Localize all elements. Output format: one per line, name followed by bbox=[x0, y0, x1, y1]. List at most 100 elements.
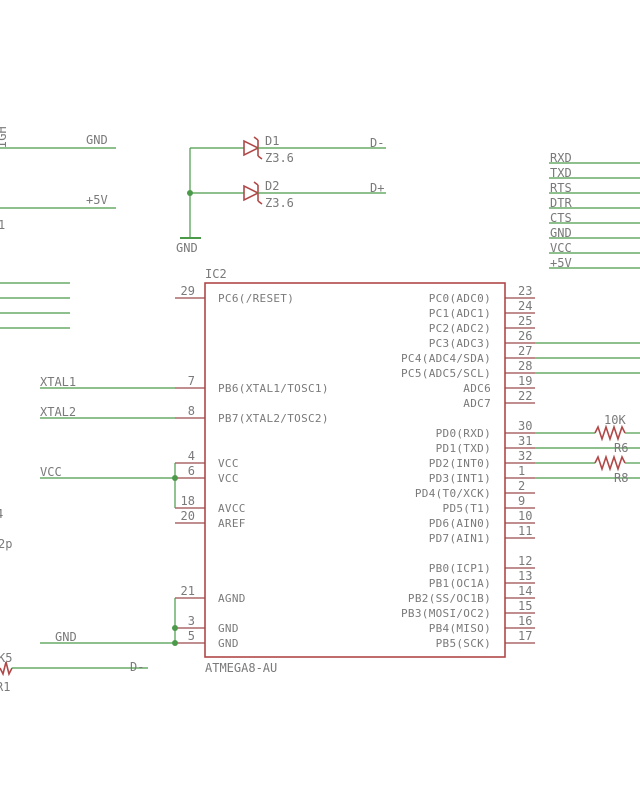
pin-number: 17 bbox=[518, 629, 532, 643]
pin-number: 11 bbox=[518, 524, 532, 538]
ic-right-pins: 23PC0(ADC0)24PC1(ADC1)25PC2(ADC2)26PC3(A… bbox=[401, 284, 640, 650]
connector-net: +5V bbox=[549, 256, 640, 270]
pin-number: 19 bbox=[518, 374, 532, 388]
pin-number: 3 bbox=[188, 614, 195, 628]
pin-number: 29 bbox=[181, 284, 195, 298]
pin-name: ADC7 bbox=[463, 397, 491, 410]
diode-d2-value: Z3.6 bbox=[265, 196, 294, 210]
pin-number: 16 bbox=[518, 614, 532, 628]
connector-net: VCC bbox=[549, 241, 640, 255]
pin-number: 22 bbox=[518, 389, 532, 403]
connector-net: GND bbox=[549, 226, 640, 240]
pin-number: 4 bbox=[188, 449, 195, 463]
connector-label: CTS bbox=[550, 211, 572, 225]
diode-d2[interactable]: D2 Z3.6 bbox=[243, 179, 294, 210]
pin-number: 20 bbox=[181, 509, 195, 523]
connector-net: RXD bbox=[549, 151, 640, 165]
net-label-vcc: VCC bbox=[40, 465, 62, 479]
pin-name: ADC6 bbox=[463, 382, 491, 395]
pin-number: 27 bbox=[518, 344, 532, 358]
junction-dot bbox=[172, 640, 178, 646]
junction-dot bbox=[172, 475, 178, 481]
diode-d1[interactable]: D1 Z3.6 bbox=[243, 134, 294, 165]
pin-name: GND bbox=[218, 622, 239, 635]
connector-label: DTR bbox=[550, 196, 572, 210]
junction-dot bbox=[187, 190, 193, 196]
junction-dot bbox=[172, 625, 178, 631]
ic-body bbox=[204, 282, 506, 658]
pin-name: PC6(/RESET) bbox=[218, 292, 294, 305]
pin-name: PB0(ICP1) bbox=[429, 562, 491, 575]
ic-ref: IC2 bbox=[205, 267, 227, 281]
cropped-fragment-vertical: IGH bbox=[0, 126, 9, 148]
pin-name: PD0(RXD) bbox=[436, 427, 491, 440]
pin-name: PC4(ADC4/SDA) bbox=[401, 352, 491, 365]
pin-name: PC3(ADC3) bbox=[429, 337, 491, 350]
pin-name: PB1(OC1A) bbox=[429, 577, 491, 590]
connector-label: +5V bbox=[550, 256, 572, 270]
ic-value: ATMEGA8-AU bbox=[205, 661, 277, 675]
diode-d2-ref: D2 bbox=[265, 179, 279, 193]
left-nets: XTAL1 XTAL2 VCC GND 4 2p bbox=[0, 375, 178, 646]
net-label-5v-top: +5V bbox=[86, 193, 108, 207]
pin-name: PB2(SS/OC1B) bbox=[408, 592, 491, 605]
connector-label: RXD bbox=[550, 151, 572, 165]
net-label-dminus-bottom: D- bbox=[130, 660, 144, 674]
pin-number: 1 bbox=[518, 464, 525, 478]
pin-name: VCC bbox=[218, 457, 239, 470]
pin-name: PB5(SCK) bbox=[436, 637, 491, 650]
pin-name: PD7(AIN1) bbox=[429, 532, 491, 545]
cropped-fragment-2p: 2p bbox=[0, 537, 12, 551]
pin-name: PC5(ADC5/SCL) bbox=[401, 367, 491, 380]
top-left-nets: GND +5V IGH 1 bbox=[0, 126, 116, 329]
connector-label: GND bbox=[550, 226, 572, 240]
pin-number: 28 bbox=[518, 359, 532, 373]
diode-d1-value: Z3.6 bbox=[265, 151, 294, 165]
pin-number: 21 bbox=[181, 584, 195, 598]
connector-net: CTS bbox=[549, 211, 640, 225]
pin-number: 12 bbox=[518, 554, 532, 568]
bottom-left-resistor: K5 R1 D- bbox=[0, 651, 148, 694]
cropped-fragment-k5: K5 bbox=[0, 651, 12, 665]
zener-diodes: GND D1 Z3.6 D- D2 Z3.6 D+ bbox=[176, 134, 386, 255]
resistor-ref-r8: R8 bbox=[614, 471, 628, 485]
pin-name: PB3(MOSI/OC2) bbox=[401, 607, 491, 620]
pin-number: 31 bbox=[518, 434, 532, 448]
right-resistors: 10K R6 R8 bbox=[594, 413, 640, 485]
pin-number: 18 bbox=[181, 494, 195, 508]
